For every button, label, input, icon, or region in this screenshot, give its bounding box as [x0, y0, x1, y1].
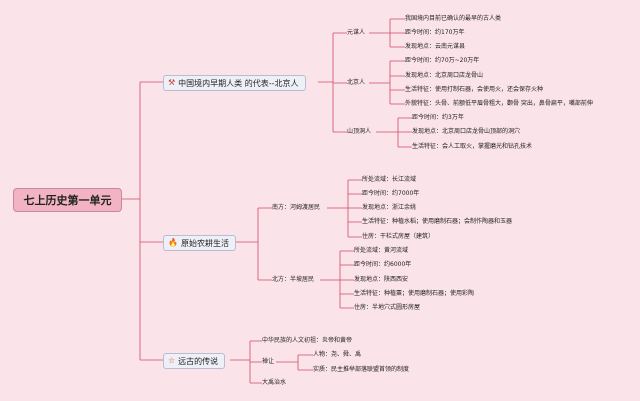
- item: 发现地点：浙江余姚: [362, 204, 417, 211]
- item: 生活特征：会人工取火，掌握磨光和钻孔技术: [412, 143, 533, 150]
- item: 我国境内目前已确认的最早的古人类: [405, 15, 502, 22]
- connector: [120, 81, 163, 361]
- tools-icon: ⚒: [168, 78, 176, 87]
- item: 发现地点：云南元谋县: [405, 43, 466, 50]
- connector: [320, 250, 354, 309]
- connector: [369, 60, 405, 105]
- branch-early-humans[interactable]: ⚒ 中国境内早期人类 的代表--北京人: [163, 75, 306, 91]
- item: 距今时间：约3万年: [412, 114, 464, 121]
- item: 发现地点：北京周口店龙骨山: [405, 72, 484, 79]
- sub-yuanmou[interactable]: 元谋人: [347, 29, 366, 36]
- sub-abdication[interactable]: 禅让: [262, 358, 275, 365]
- item: 生活特征：种植水稻；使用磨制石器；会制作陶器和玉器: [362, 218, 513, 225]
- branch-legends[interactable]: ☆ 远古的传说: [163, 353, 226, 369]
- fire-icon: 🔥: [168, 238, 178, 247]
- item: 所处流域：黄河流域: [354, 247, 409, 254]
- root-topic[interactable]: 七上历史第一单元: [13, 188, 122, 212]
- connector: [218, 207, 272, 281]
- item: 距今时间：约6000年: [354, 261, 412, 268]
- connector: [230, 340, 262, 384]
- connector: [327, 179, 362, 238]
- sub-beijing[interactable]: 北京人: [347, 79, 366, 86]
- connector: [276, 354, 313, 371]
- star-icon: ☆: [168, 356, 176, 365]
- sub-shandingdong[interactable]: 山顶洞人: [347, 128, 372, 135]
- item: 人物：尧、舜、禹: [313, 351, 362, 358]
- connector: [369, 18, 405, 48]
- item: 生活特征：使用打制石器，会使用火，还会保存火种: [405, 86, 544, 93]
- item: 生活特征：种植粟；使用磨制石器；使用彩陶: [354, 290, 475, 297]
- item: 发现地点：陕西西安: [354, 276, 409, 283]
- item: 发现地点：北京周口店龙骨山顶部的洞穴: [412, 128, 521, 135]
- item: 距今时间：约170万年: [405, 29, 465, 36]
- sub-banpo[interactable]: 北方：半坡居民: [272, 276, 315, 283]
- item: 实质：民主推举部落联盟首领的制度: [313, 366, 410, 373]
- item: 所处流域：长江流域: [362, 176, 417, 183]
- item: 距今时间：约7000年: [362, 190, 420, 197]
- item: 距今时间：约70万~20万年: [405, 57, 480, 64]
- sub-yu-flood[interactable]: 大禹治水: [262, 379, 287, 386]
- sub-ancestors[interactable]: 中华民族的人文初祖：炎帝和黄帝: [262, 337, 353, 344]
- branch-farming-life[interactable]: 🔥 原始农耕生活: [163, 235, 236, 251]
- item: 住房：半地穴式圆形房屋: [354, 304, 421, 311]
- connector: [376, 117, 412, 148]
- connector: [318, 32, 347, 133]
- item: 外貌特征：头骨、前额低平眉骨粗大，颧骨 突出，鼻骨扁平，嘴部前伸: [405, 100, 593, 107]
- sub-hemudu[interactable]: 南方：河姆渡居民: [272, 204, 321, 211]
- item: 住房：干栏式房屋（建筑）: [362, 233, 435, 240]
